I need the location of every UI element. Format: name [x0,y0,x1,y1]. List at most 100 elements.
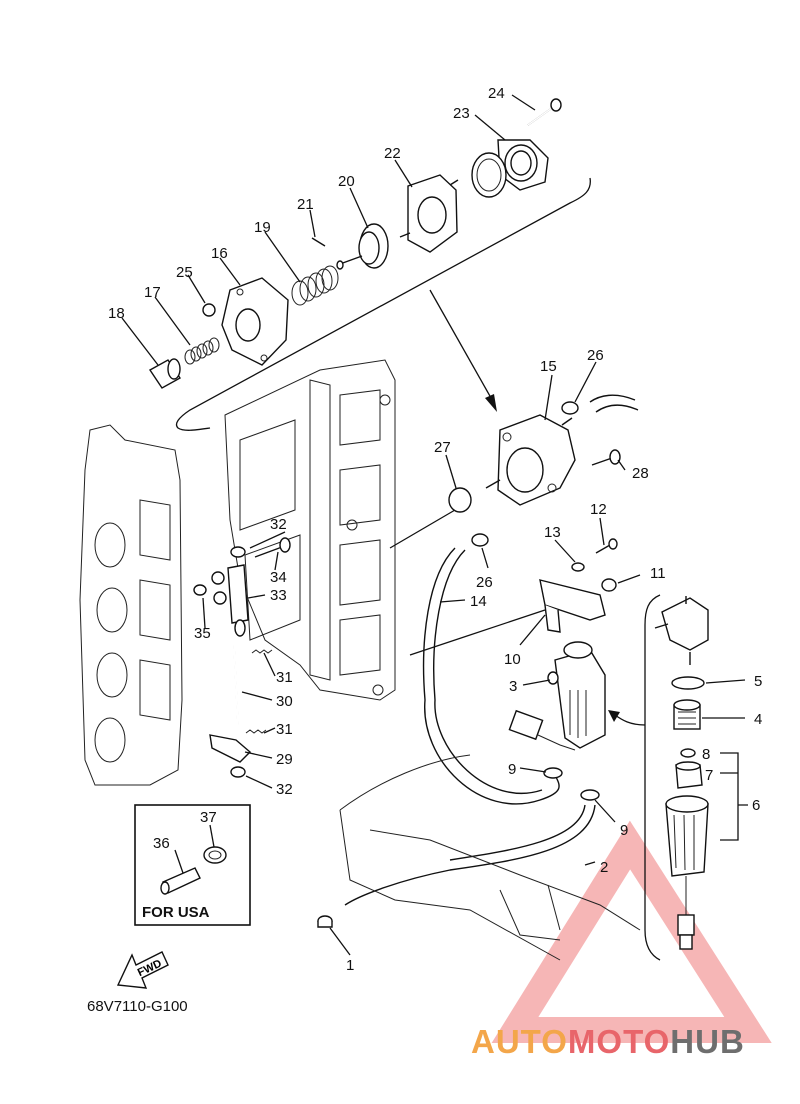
joint-33 [211,564,249,637]
washer-35 [193,584,207,596]
clip-37 [203,846,227,864]
callout-7: 7 [705,767,713,784]
nipple-36 [160,867,201,895]
diaphragm [471,152,507,198]
callout-23: 23 [453,105,470,122]
callout-25: 25 [176,264,193,281]
callout-34: 34 [270,569,287,586]
o-ring-5 [671,676,705,690]
callout-leaders [121,94,746,956]
callout-26a: 26 [587,347,604,364]
callout-4: 4 [754,711,762,728]
hose-clip-26-upper [561,394,639,415]
filter-head [654,596,709,665]
callout-31b: 31 [276,721,293,738]
bolt-24 [527,98,562,126]
washer-32-upper [230,546,246,558]
callout-30: 30 [276,693,293,710]
fwd-arrow-icon: FWD [116,951,169,989]
filter-group-bracket [644,594,661,961]
cylinder-18 [148,358,182,389]
callout-19: 19 [254,219,271,236]
callout-5: 5 [754,673,762,690]
svg-text:AUTOMOTOHUB: AUTOMOTOHUB [471,1023,745,1060]
callout-21: 21 [297,196,314,213]
callout-15: 15 [540,358,557,375]
filter-arrow-head [608,710,620,722]
spring-31-upper [251,649,273,654]
pump-group-bracket [175,177,591,431]
cylinder-head-outline [79,424,183,786]
callout-12: 12 [590,501,607,518]
callout-26b: 26 [476,574,493,591]
watermark-auto: AUTO [471,1023,568,1060]
callout-24: 24 [488,85,505,102]
hose-clip-26-lower [471,533,489,547]
for-usa-box: FOR USA [134,804,251,926]
watermark-logo: AUTOMOTOHUB [471,1023,745,1060]
callout-20: 20 [338,173,355,190]
washer-13 [571,562,585,572]
callout-numbers: 24 23 22 20 21 19 16 25 17 18 15 26 27 2… [108,85,762,974]
pin-21 [311,237,326,247]
clip-9-left [543,767,563,779]
watermark-moto: MOTO [568,1023,670,1060]
callout-14: 14 [470,593,487,610]
callout-35: 35 [194,625,211,642]
callout-13: 13 [544,524,561,541]
callout-2: 2 [600,859,608,876]
lower-cowling-outline [339,754,641,961]
callout-11: 11 [650,565,666,582]
callout-36: 36 [153,835,170,852]
callout-27: 27 [434,439,451,456]
fuel-hose-14 [422,547,466,701]
fuel-pump-15 [485,414,576,506]
group-bracket-6 [720,752,748,841]
spring-31-lower [245,729,267,734]
callout-32a: 32 [270,516,287,533]
fuel-hose-2 [344,699,596,906]
bracket-10 [539,579,606,633]
diagram-code: 68V7110-G100 [87,998,188,1015]
callout-6: 6 [752,797,760,814]
bolt-28 [591,449,621,466]
bolt-12 [595,538,618,554]
rod-30 [233,644,239,726]
callout-8: 8 [702,746,710,763]
for-usa-label: FOR USA [142,904,210,921]
float-7 [675,761,703,789]
pump-body-22 [399,174,459,253]
leader-line [389,509,456,549]
plunger-20 [336,223,389,270]
callout-10: 10 [504,651,521,668]
callout-37: 37 [200,809,217,826]
nut-25 [202,303,216,317]
o-ring-27 [448,487,472,513]
spring-17 [184,337,220,365]
callout-17: 17 [144,284,161,301]
nut-11 [601,578,617,592]
leader-line [409,609,546,656]
filter-element-4 [673,699,701,730]
housing-16 [221,277,289,366]
callout-28: 28 [632,465,649,482]
washer-32-lower [230,766,246,778]
bolt-34 [254,537,291,558]
callout-31a: 31 [276,669,293,686]
filter-arrow-line [614,714,646,726]
callout-9b: 9 [620,822,628,839]
sensor-connector [508,709,576,751]
callout-9a: 9 [508,761,516,778]
clip-8 [680,748,696,758]
intake-manifold-outline [224,359,396,701]
pointer-arrow-line [429,289,496,406]
callout-32b: 32 [276,781,293,798]
clip-9-right [580,789,600,801]
pointer-arrow-head [485,394,497,412]
filter-cup-6 [665,795,709,950]
grommet-1 [317,915,333,928]
callout-3: 3 [509,678,517,695]
clamp-29 [209,734,252,763]
callout-33: 33 [270,587,287,604]
